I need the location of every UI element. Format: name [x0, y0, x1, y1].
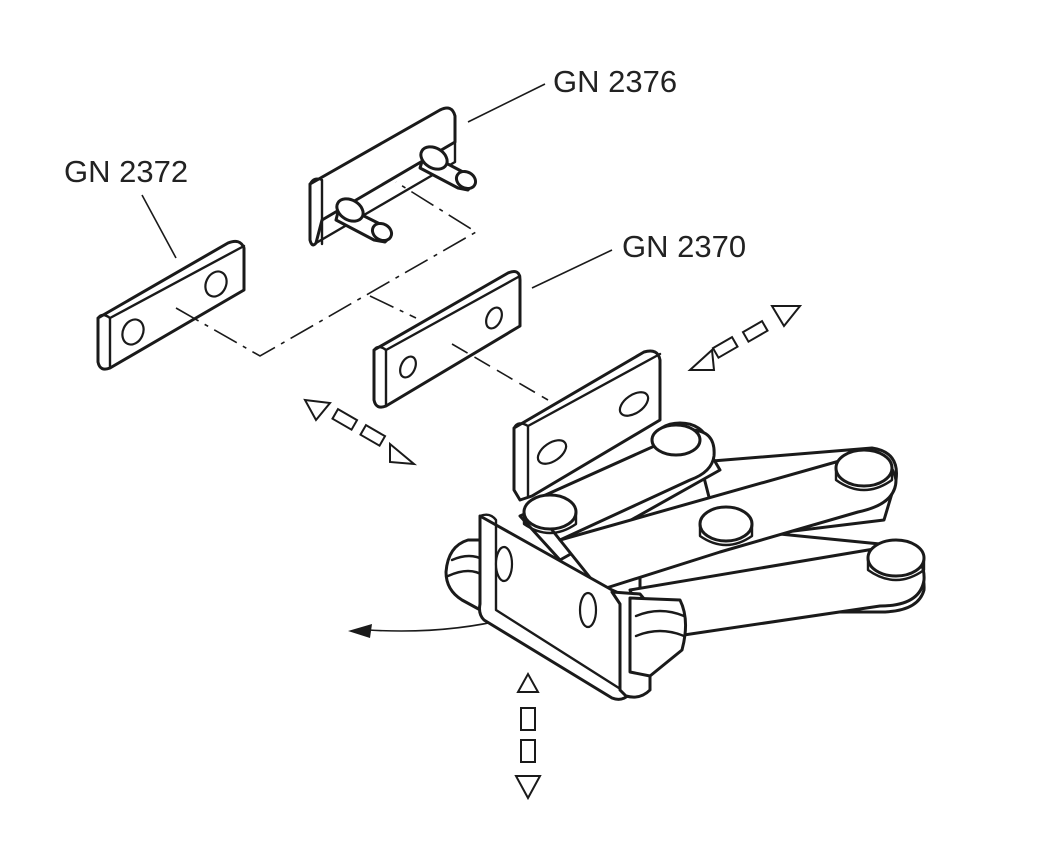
pivot-icon: [834, 448, 894, 492]
pivot-icon: [522, 493, 578, 535]
pivot-icon: [650, 423, 702, 457]
pivot-icon: [866, 538, 926, 582]
adjust-arrow-right: [687, 305, 803, 371]
pin-icon: [334, 197, 394, 244]
leader-gn2372: [141, 194, 177, 259]
plate-gn2376: [308, 106, 478, 247]
plate-gn2372: [96, 239, 246, 371]
label-gn2372: GN 2372: [64, 154, 188, 189]
assembly-lines: [175, 181, 549, 401]
plate-gn2370: [372, 270, 522, 409]
adjust-arrow-left: [303, 398, 418, 466]
pin-icon: [418, 145, 478, 192]
label-gn2370: GN 2370: [622, 229, 746, 264]
leader-gn2370: [531, 249, 613, 289]
hinge-assembly: [444, 349, 926, 701]
pivot-icon: [698, 505, 754, 547]
adjust-arrow-vertical: [514, 671, 542, 801]
label-gn2376: GN 2376: [553, 64, 677, 99]
leader-gn2376: [467, 83, 546, 123]
